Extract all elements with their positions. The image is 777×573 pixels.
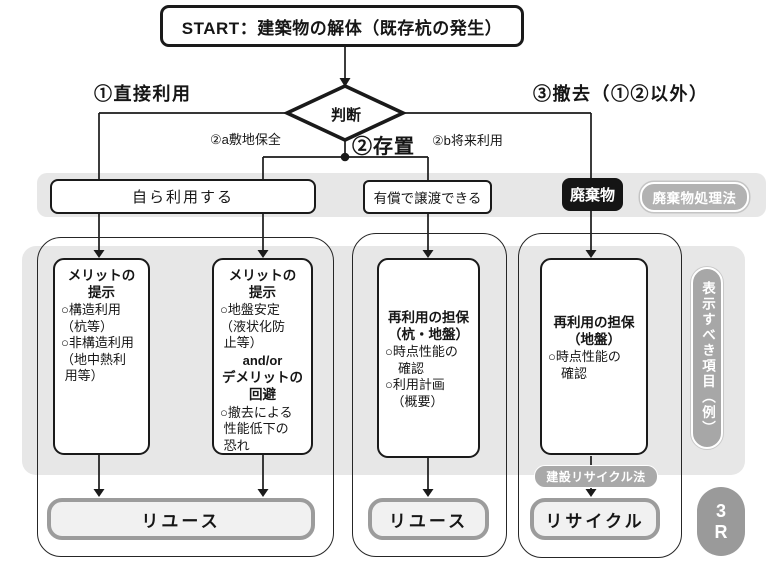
box-reuse-guarantee-pile-body: ○時点性能の 確認 ○利用計画 （概要）: [385, 344, 458, 409]
branch-label-future-use: ②b将来利用: [432, 133, 503, 148]
decision-diamond: [282, 84, 408, 142]
node-waste: 廃棄物: [562, 178, 623, 211]
box-merit-preserve-heading: メリットの 提示: [228, 268, 297, 301]
decision-label: 判断: [330, 107, 361, 124]
group-future-use: [352, 233, 507, 557]
node-self-use: 自ら利用する: [50, 179, 316, 214]
box-reuse-guarantee-pile-heading: 再利用の担保 （杭・地盤）: [388, 309, 469, 342]
box-merit-direct-use: メリットの 提示 ○構造利用 （杭等） ○非構造利用 （地中熱利 用等）: [53, 258, 150, 455]
outcome-reuse-transfer: リユース: [368, 498, 489, 540]
node-self-use-label: 自ら利用する: [131, 189, 234, 206]
outcome-recycle: リサイクル: [530, 498, 660, 540]
branch-label-site-preservation: ②a敷地保全: [210, 132, 281, 147]
badge-3r: 3 R: [697, 487, 745, 556]
node-waste-label: 廃棄物: [569, 187, 615, 204]
box-reuse-guarantee-ground: 再利用の担保 （地盤） ○時点性能の 確認: [540, 258, 648, 455]
box-demerit-avoid-body: ○撤去による 性能低下の 恐れ: [220, 404, 293, 453]
box-demerit-avoid-heading: デメリットの 回避: [222, 370, 303, 403]
group-removal: [518, 233, 682, 558]
badge-construction-recycling-act: 建設リサイクル法: [534, 465, 658, 488]
box-merit-direct-use-heading: メリットの 提示: [67, 268, 136, 301]
box-merit-preserve-andor: and/or: [242, 352, 283, 368]
junction-dot: [340, 152, 350, 162]
box-merit-direct-use-body: ○構造利用 （杭等） ○非構造利用 （地中熱利 用等）: [61, 302, 134, 384]
arrowheads: [93, 78, 597, 497]
start-label: START：建築物の解体（既存杭の発生）: [181, 18, 503, 38]
side-label-items-to-display: 表示すべき項目（例）: [691, 267, 723, 449]
box-reuse-guarantee-ground-heading: 再利用の担保 （地盤）: [553, 314, 635, 347]
branch-label-leave-in-place: ②存置: [352, 136, 415, 158]
node-paid-transfer: 有償で譲渡できる: [363, 180, 492, 214]
box-reuse-guarantee-ground-body: ○時点性能の 確認: [548, 349, 621, 381]
box-merit-preserve-body1: ○地盤安定 （液状化防 止等）: [220, 302, 286, 351]
badge-waste-management-act: 廃棄物処理法: [640, 182, 749, 212]
node-paid-transfer-label: 有償で譲渡できる: [373, 191, 482, 206]
start-node: START：建築物の解体（既存杭の発生）: [160, 5, 524, 47]
branch-label-direct-use: ①直接利用: [94, 84, 192, 104]
group-direct-use-and-preserve: [37, 237, 334, 557]
branch-label-removal: ③撤去（①②以外）: [533, 84, 709, 104]
box-reuse-guarantee-pile-ground: 再利用の担保 （杭・地盤） ○時点性能の 確認 ○利用計画 （概要）: [377, 258, 480, 458]
box-merit-preserve: メリットの 提示 ○地盤安定 （液状化防 止等） and/or デメリットの 回…: [212, 258, 313, 455]
outcome-reuse-direct: リユース: [47, 498, 315, 540]
